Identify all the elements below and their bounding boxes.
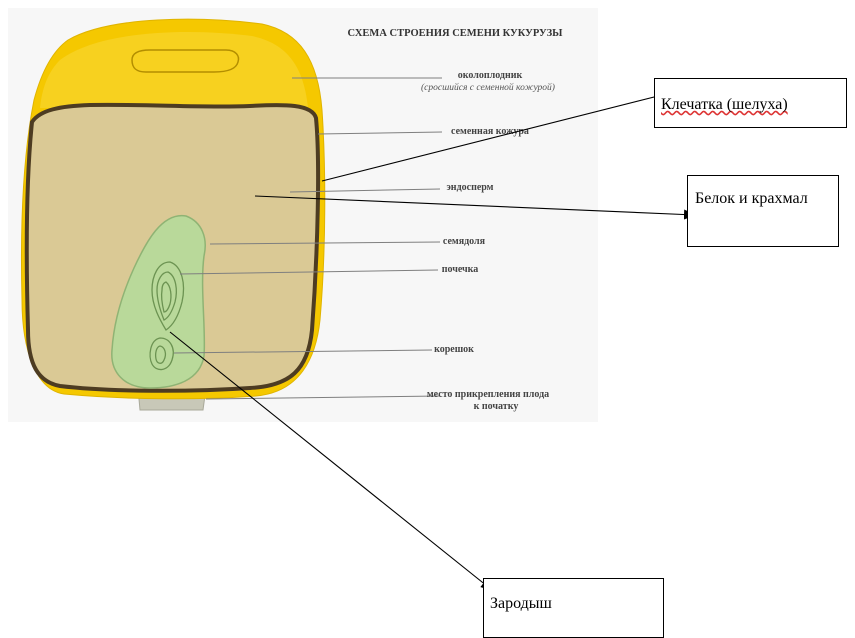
label-root: корешок — [434, 344, 474, 355]
callout-embryo: Зародыш — [483, 578, 664, 638]
label-bud: почечка — [442, 264, 479, 275]
label-pericarp-note: (сросшийся с семенной кожурой) — [421, 82, 555, 93]
label-pericarp: околоплодник — [458, 70, 523, 81]
callout-protein-starch: Белок и крахмал — [687, 175, 839, 247]
label-endosperm: эндосперм — [446, 182, 493, 193]
label-attachment-line1: место прикрепления плода — [427, 389, 549, 400]
diagram-title: СХЕМА СТРОЕНИЯ СЕМЕНИ КУКУРУЗЫ — [348, 28, 564, 39]
label-attachment-line2: к початку — [474, 401, 519, 412]
callout-fiber-text: Клечатка (шелуха) — [661, 96, 788, 113]
callout-fiber: Клечатка (шелуха) — [654, 78, 847, 128]
label-cotyledon: семядоля — [443, 236, 486, 247]
callout-embryo-text: Зародыш — [490, 595, 552, 612]
callout-protein-starch-text: Белок и крахмал — [695, 190, 808, 207]
